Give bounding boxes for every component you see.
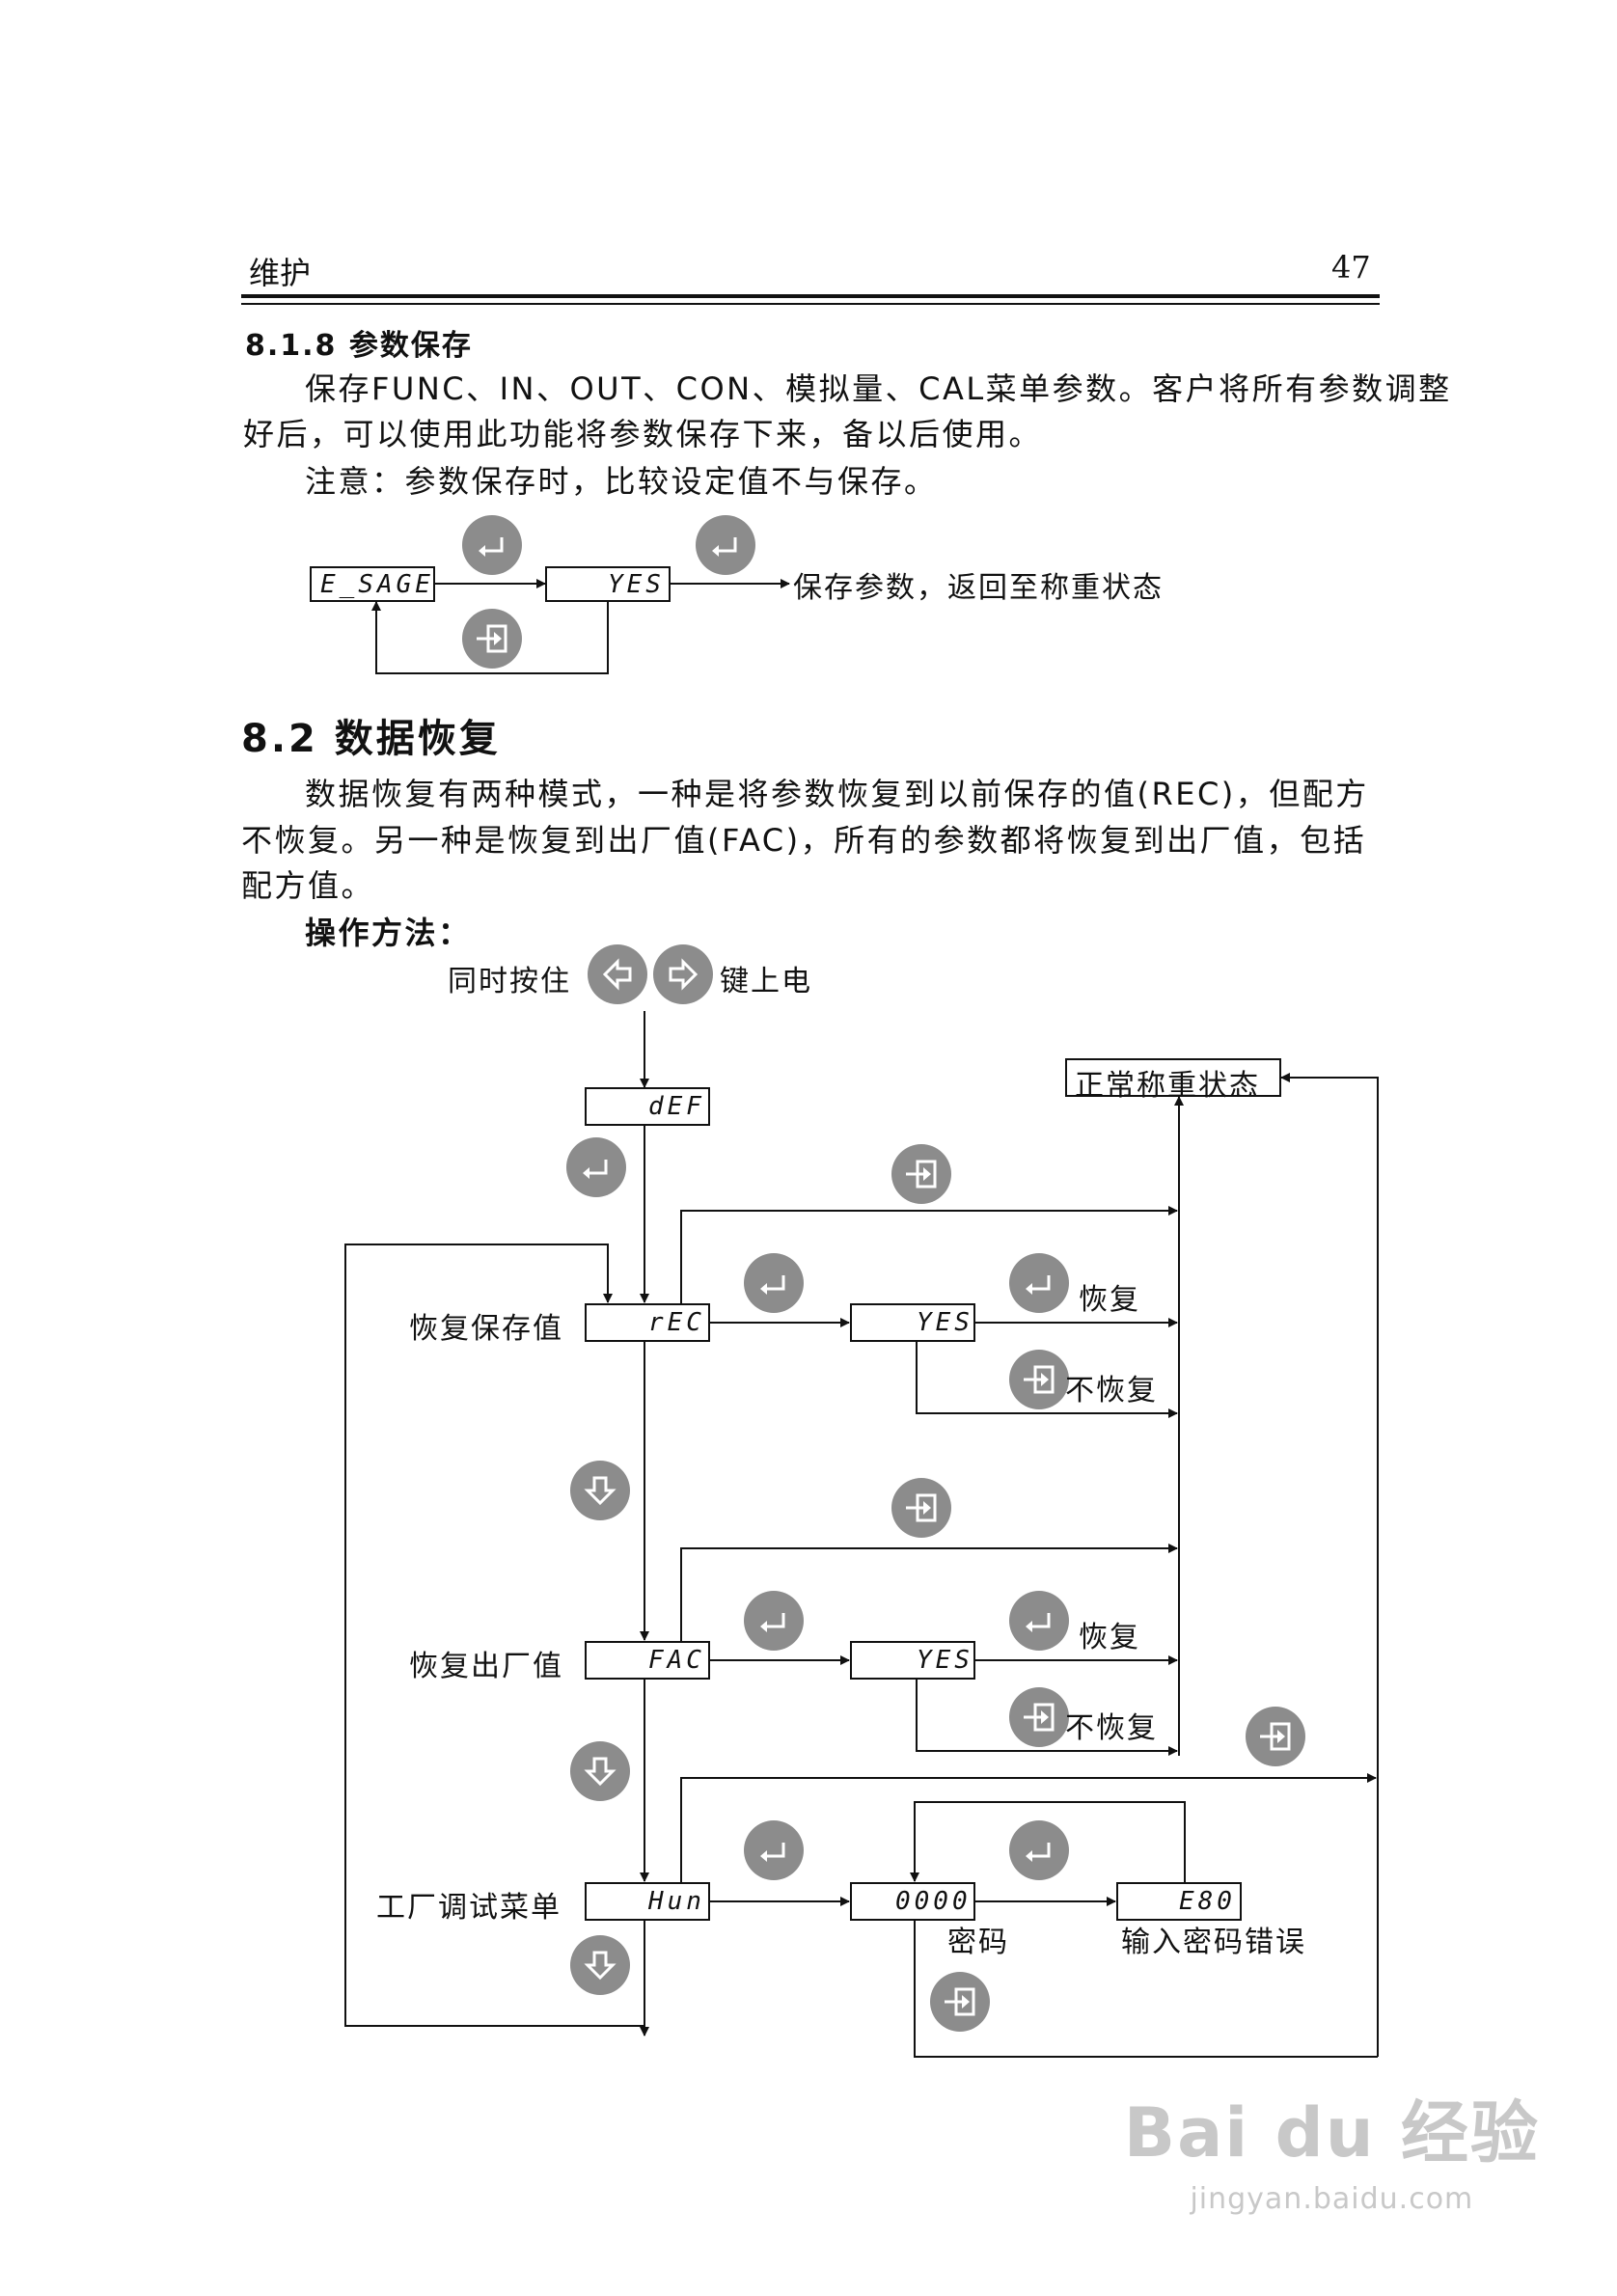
exit-key-icon [1246, 1707, 1305, 1766]
display-box-def [585, 1087, 710, 1126]
s82-paragraph-line1: 数据恢复有两种模式，一种是将参数恢复到以前保存的值(REC)，但配方 [305, 776, 1369, 812]
lcd-fac: FAC [648, 1646, 705, 1675]
power-on-suffix: 键上电 [720, 965, 812, 998]
restore-factory-label: 恢复出厂值 [409, 1650, 563, 1683]
section-8-2-title: 8.2 数据恢复 [241, 717, 501, 761]
lcd-hun: Hun [648, 1887, 705, 1916]
no-restore-label-rec: 不恢复 [1065, 1374, 1158, 1408]
s82-paragraph-line2: 不恢复。另一种是恢复到出厂值(FAC)，所有的参数都将恢复到出厂值，包括 [241, 822, 1367, 859]
header-rule-thin [241, 303, 1380, 305]
lcd-yes-rec: YES [917, 1308, 973, 1337]
enter-key-icon [566, 1137, 626, 1197]
no-restore-label-fac: 不恢复 [1065, 1711, 1158, 1745]
lcd-e-save: E_SAGE [320, 570, 434, 599]
exit-key-icon [1009, 1687, 1069, 1747]
factory-menu-label: 工厂调试菜单 [376, 1891, 562, 1925]
lcd-rec: rEC [648, 1308, 705, 1337]
enter-key-icon [1009, 1253, 1069, 1313]
password-error-label: 输入密码错误 [1121, 1926, 1306, 1959]
save-result-label: 保存参数，返回至称重状态 [793, 571, 1164, 605]
section-8-1-8-title: 8.1.8 参数保存 [245, 329, 473, 363]
left-arrow-key-icon [588, 944, 647, 1004]
watermark-url: jingyan.baidu.com [1190, 2182, 1474, 2216]
page-number: 47 [1331, 249, 1371, 286]
enter-key-icon [744, 1253, 804, 1313]
exit-key-icon [891, 1478, 951, 1538]
s818-paragraph-line1: 保存FUNC、IN、OUT、CON、模拟量、CAL菜单参数。客户将所有参数调整 [305, 370, 1452, 407]
lcd-e80: E80 [1179, 1887, 1236, 1916]
restore-saved-label: 恢复保存值 [409, 1312, 563, 1346]
exit-key-icon [891, 1144, 951, 1204]
enter-key-icon [1009, 1591, 1069, 1651]
down-arrow-key-icon [570, 1741, 630, 1801]
s818-note: 注意：参数保存时，比较设定值不与保存。 [305, 463, 938, 500]
down-arrow-key-icon [570, 1935, 630, 1995]
password-label: 密码 [947, 1926, 1009, 1959]
header-section: 维护 [249, 255, 312, 291]
exit-key-icon [1009, 1350, 1069, 1409]
display-box-e80 [1116, 1882, 1242, 1921]
watermark-brand: Bai du 经验 [1123, 2093, 1540, 2173]
exit-key-icon [930, 1972, 990, 2032]
enter-key-icon [1009, 1820, 1069, 1880]
restore-label-fac: 恢复 [1079, 1621, 1140, 1654]
power-on-prefix: 同时按住 [448, 965, 571, 998]
lcd-yes-fac: YES [917, 1646, 973, 1675]
baidu-watermark: Bai du 经验 jingyan.baidu.com [1124, 2079, 1540, 2216]
enter-key-icon [744, 1591, 804, 1651]
restore-label-rec: 恢复 [1079, 1283, 1140, 1317]
right-arrow-key-icon [653, 944, 713, 1004]
enter-key-icon [462, 515, 522, 575]
lcd-password: 0000 [895, 1887, 972, 1916]
s818-paragraph-line2: 好后，可以使用此功能将参数保存下来，备以后使用。 [243, 416, 1043, 452]
enter-key-icon [744, 1820, 804, 1880]
exit-key-icon [462, 609, 522, 669]
lcd-yes: YES [608, 570, 665, 599]
s82-paragraph-line3: 配方值。 [241, 867, 375, 904]
operation-method-label: 操作方法： [305, 915, 472, 951]
lcd-def: dEF [648, 1092, 705, 1121]
header-rule-thick [241, 294, 1380, 298]
down-arrow-key-icon [570, 1461, 630, 1520]
normal-weighing-label: 正常称重状态 [1075, 1069, 1260, 1103]
enter-key-icon [696, 515, 755, 575]
